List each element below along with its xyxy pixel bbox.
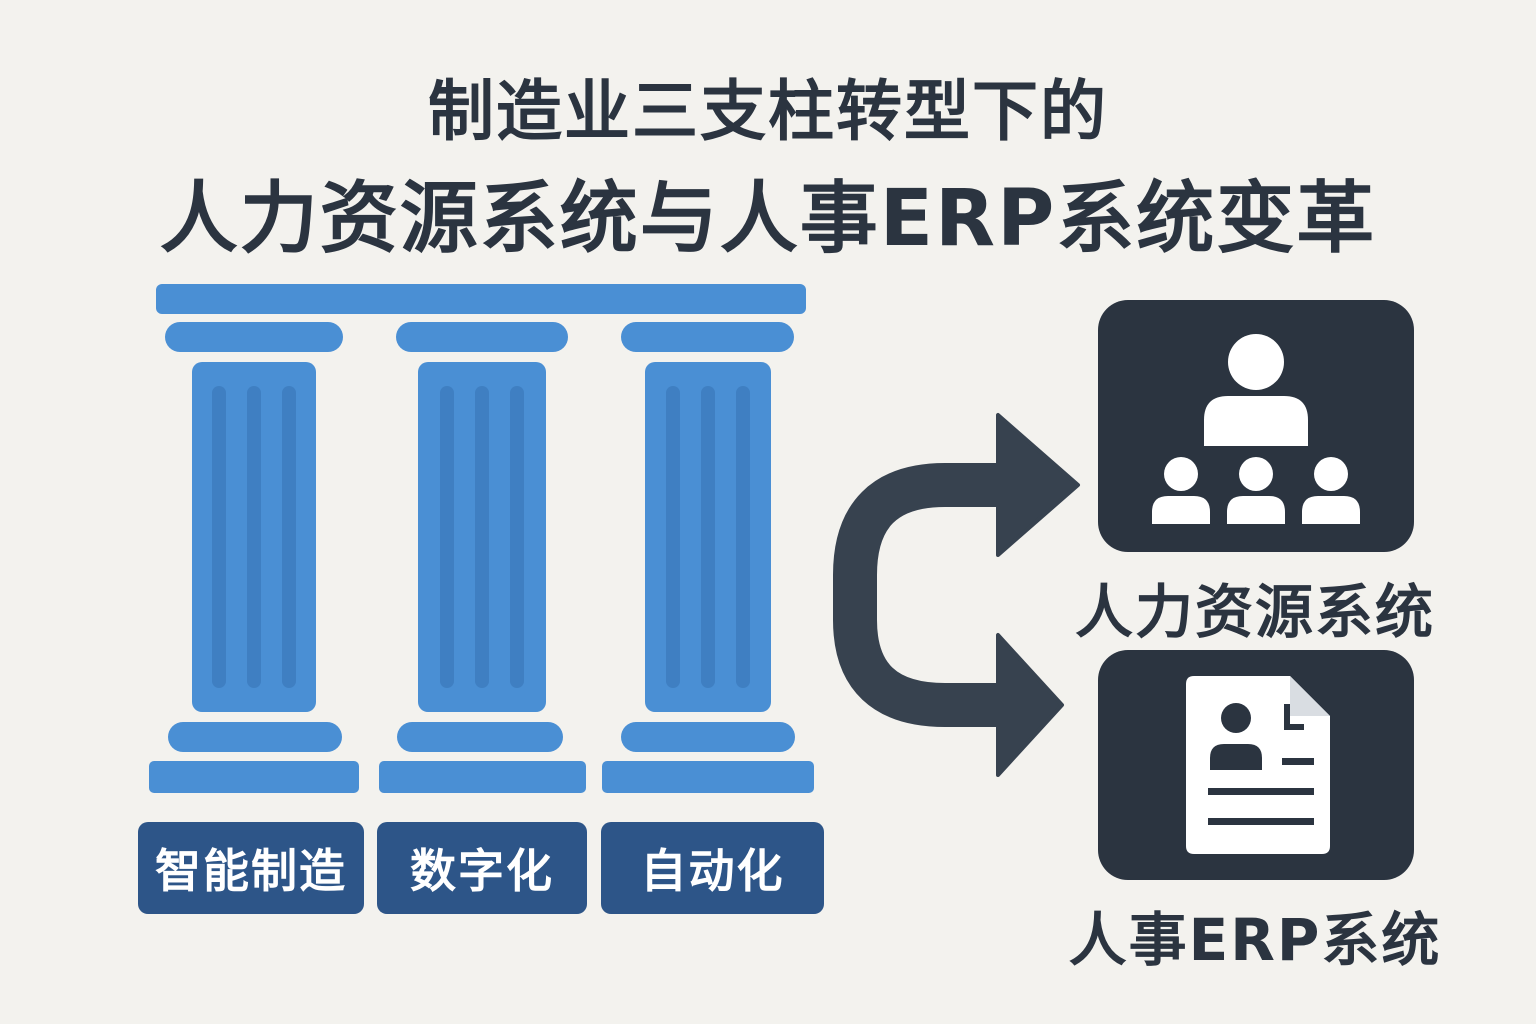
transformation-arrow-icon [833, 413, 1080, 777]
title-line-2: 人力资源系统与人事ERP系统变革 [159, 174, 1377, 264]
people-group-icon [1152, 334, 1360, 524]
pillar-3-flute-2 [701, 386, 715, 688]
pillar-1-capital [165, 322, 343, 352]
pillar-label-digitalization: 数字化 [377, 822, 587, 914]
pillar-1-flute-1 [212, 386, 226, 688]
pillar-2-base-bottom [379, 761, 586, 793]
pillar-3-flute-1 [666, 386, 680, 688]
hr-system-label: 人力资源系统 [1074, 578, 1435, 646]
pillar-3-capital [621, 322, 794, 352]
arrow-head-bottom [996, 633, 1064, 777]
pillar-2 [379, 322, 586, 793]
pillar-2-flute-3 [510, 386, 524, 688]
pillar-3-base-bottom [602, 761, 814, 793]
pillar-3-flute-3 [736, 386, 750, 688]
pillar-entablature [156, 284, 806, 314]
pillar-1-base-top [168, 722, 342, 752]
pillar-2-flute-2 [475, 386, 489, 688]
pillar-2-capital [396, 322, 568, 352]
pillar-2-base-top [397, 722, 563, 752]
pillar-label-automation: 自动化 [601, 822, 824, 914]
pillar-1 [149, 322, 359, 793]
title-line-1: 制造业三支柱转型下的 [428, 73, 1108, 150]
pillar-label-smart-manufacturing: 智能制造 [138, 822, 364, 914]
pillar-2-flute-1 [440, 386, 454, 688]
arrow-head-top [996, 413, 1080, 557]
erp-system-label: 人事ERP系统 [1068, 906, 1442, 974]
profile-document-icon [1186, 676, 1330, 854]
pillar-3 [602, 322, 814, 793]
pillar-3-base-top [621, 722, 795, 752]
pillar-1-base-bottom [149, 761, 359, 793]
arrow-curve [833, 463, 1000, 727]
pillar-1-flute-2 [247, 386, 261, 688]
pillar-1-flute-3 [282, 386, 296, 688]
